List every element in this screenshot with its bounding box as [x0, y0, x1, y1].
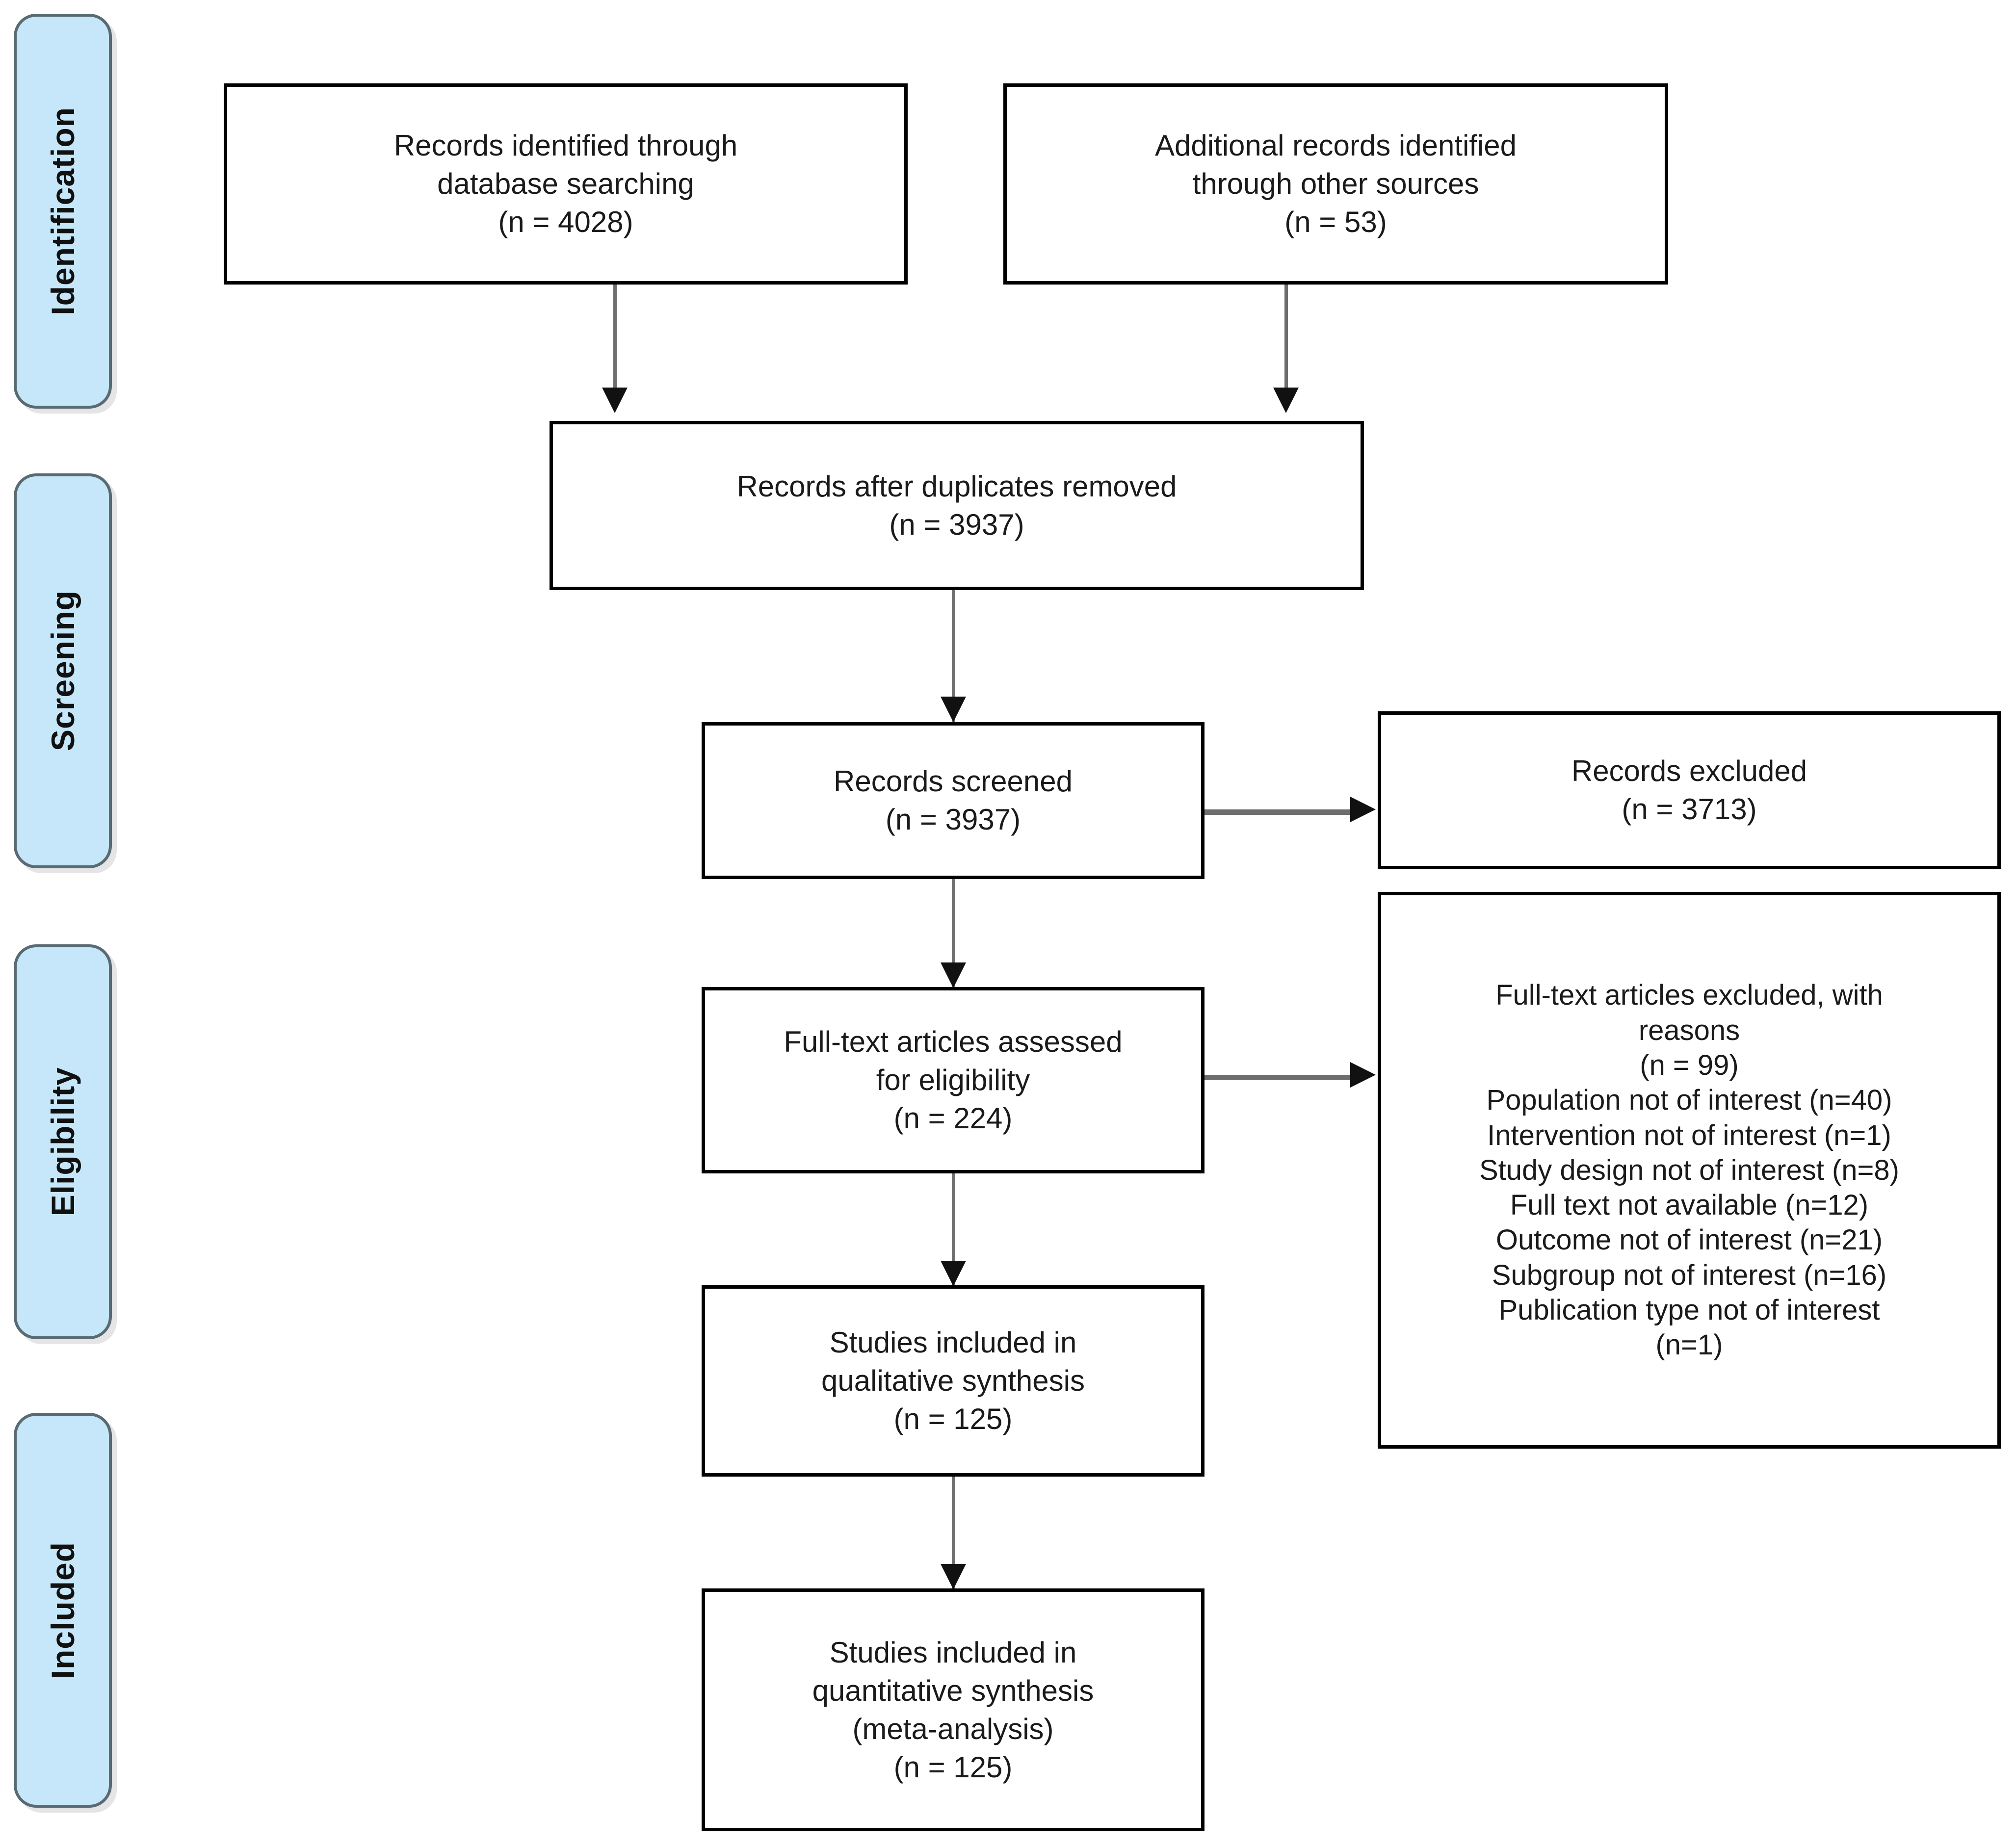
reason-study-design: Study design not of interest (n=8) [1479, 1154, 1899, 1186]
box-fulltext-assessed-line-1: Full-text articles assessed [784, 1025, 1123, 1058]
connector-fulltext-to-qualitative [952, 1173, 955, 1291]
phase-tab-identification: Identification [14, 14, 112, 409]
box-other-records-line-3: (n = 53) [1284, 206, 1387, 238]
box-records-excluded-line-2: (n = 3713) [1622, 793, 1757, 826]
connector-screened-to-excluded [1204, 809, 1352, 815]
box-qualitative-line-2: qualitative synthesis [821, 1364, 1085, 1397]
box-records-screened-line-2: (n = 3937) [885, 803, 1021, 836]
box-quantitative-line-4: (n = 125) [893, 1750, 1013, 1784]
reasons-line-3: (n = 99) [1640, 1049, 1739, 1081]
arrow-qualitative-to-quantitative-icon [941, 1564, 966, 1589]
connector-duplicates-to-screened [952, 590, 955, 728]
arrow-screened-to-excluded-icon [1350, 797, 1376, 822]
connector-fulltext-to-reasons [1204, 1075, 1352, 1080]
phase-tab-identification-label: Identification [45, 107, 81, 315]
box-qualitative-line-1: Studies included in [829, 1326, 1077, 1359]
reasons-line-1: Full-text articles excluded, with [1495, 979, 1883, 1012]
phase-tab-eligibility: Eligibility [14, 944, 112, 1339]
phase-tab-screening: Screening [14, 473, 112, 868]
box-database-records-line-1: Records identified through [393, 129, 738, 162]
arrow-fulltext-to-qualitative-icon [941, 1261, 966, 1286]
box-fulltext-assessed: Full-text articles assessed for eligibil… [702, 987, 1204, 1173]
arrow-other-to-duplicates-icon [1273, 388, 1299, 413]
box-database-records: Records identified through database sear… [224, 83, 908, 285]
connector-other-to-duplicates [1284, 285, 1288, 390]
box-quantitative-synthesis: Studies included in quantitative synthes… [702, 1588, 1204, 1831]
box-database-records-line-3: (n = 4028) [498, 206, 633, 238]
box-database-records-line-2: database searching [437, 167, 694, 200]
connector-qualitative-to-quantitative [952, 1477, 955, 1594]
arrow-database-to-duplicates-icon [602, 388, 628, 413]
box-duplicates-removed-line-2: (n = 3937) [889, 508, 1024, 541]
box-fulltext-excluded-reasons: Full-text articles excluded, with reason… [1378, 892, 2001, 1449]
reason-full-text-unavailable: Full text not available (n=12) [1510, 1189, 1869, 1221]
reason-population: Population not of interest (n=40) [1486, 1084, 1892, 1117]
phase-tab-included-label: Included [45, 1541, 81, 1679]
reasons-line-2: reasons [1638, 1014, 1740, 1046]
box-quantitative-line-2: quantitative synthesis [812, 1674, 1094, 1707]
box-other-records-line-2: through other sources [1192, 167, 1479, 200]
phase-tab-eligibility-label: Eligibility [45, 1067, 81, 1217]
phase-tab-included: Included [14, 1413, 112, 1808]
box-fulltext-assessed-line-3: (n = 224) [893, 1102, 1013, 1135]
reason-publication-type: Publication type not of interest [1498, 1294, 1880, 1326]
box-quantitative-line-1: Studies included in [829, 1636, 1077, 1669]
box-other-records: Additional records identified through ot… [1003, 83, 1668, 285]
reason-subgroup: Subgroup not of interest (n=16) [1492, 1259, 1887, 1291]
arrow-screened-to-fulltext-icon [941, 962, 966, 988]
box-quantitative-line-3: (meta-analysis) [852, 1712, 1054, 1745]
phase-tab-screening-label: Screening [45, 590, 81, 752]
reason-publication-type-count: (n=1) [1655, 1329, 1723, 1361]
box-other-records-line-1: Additional records identified [1154, 129, 1517, 162]
box-duplicates-removed: Records after duplicates removed (n = 39… [550, 421, 1364, 590]
box-records-screened-line-1: Records screened [834, 765, 1073, 798]
box-records-excluded-line-1: Records excluded [1571, 754, 1807, 787]
box-records-screened: Records screened (n = 3937) [702, 722, 1204, 879]
reason-outcome: Outcome not of interest (n=21) [1495, 1224, 1883, 1256]
arrow-duplicates-to-screened-icon [941, 697, 966, 722]
reason-intervention: Intervention not of interest (n=1) [1487, 1119, 1891, 1151]
box-records-excluded: Records excluded (n = 3713) [1378, 711, 2001, 869]
connector-screened-to-fulltext [952, 879, 955, 992]
connector-database-to-duplicates [613, 285, 617, 390]
box-qualitative-line-3: (n = 125) [893, 1403, 1013, 1435]
box-qualitative-synthesis: Studies included in qualitative synthesi… [702, 1285, 1204, 1477]
box-duplicates-removed-line-1: Records after duplicates removed [736, 469, 1177, 503]
box-fulltext-assessed-line-2: for eligibility [876, 1064, 1030, 1096]
arrow-fulltext-to-reasons-icon [1350, 1062, 1376, 1088]
